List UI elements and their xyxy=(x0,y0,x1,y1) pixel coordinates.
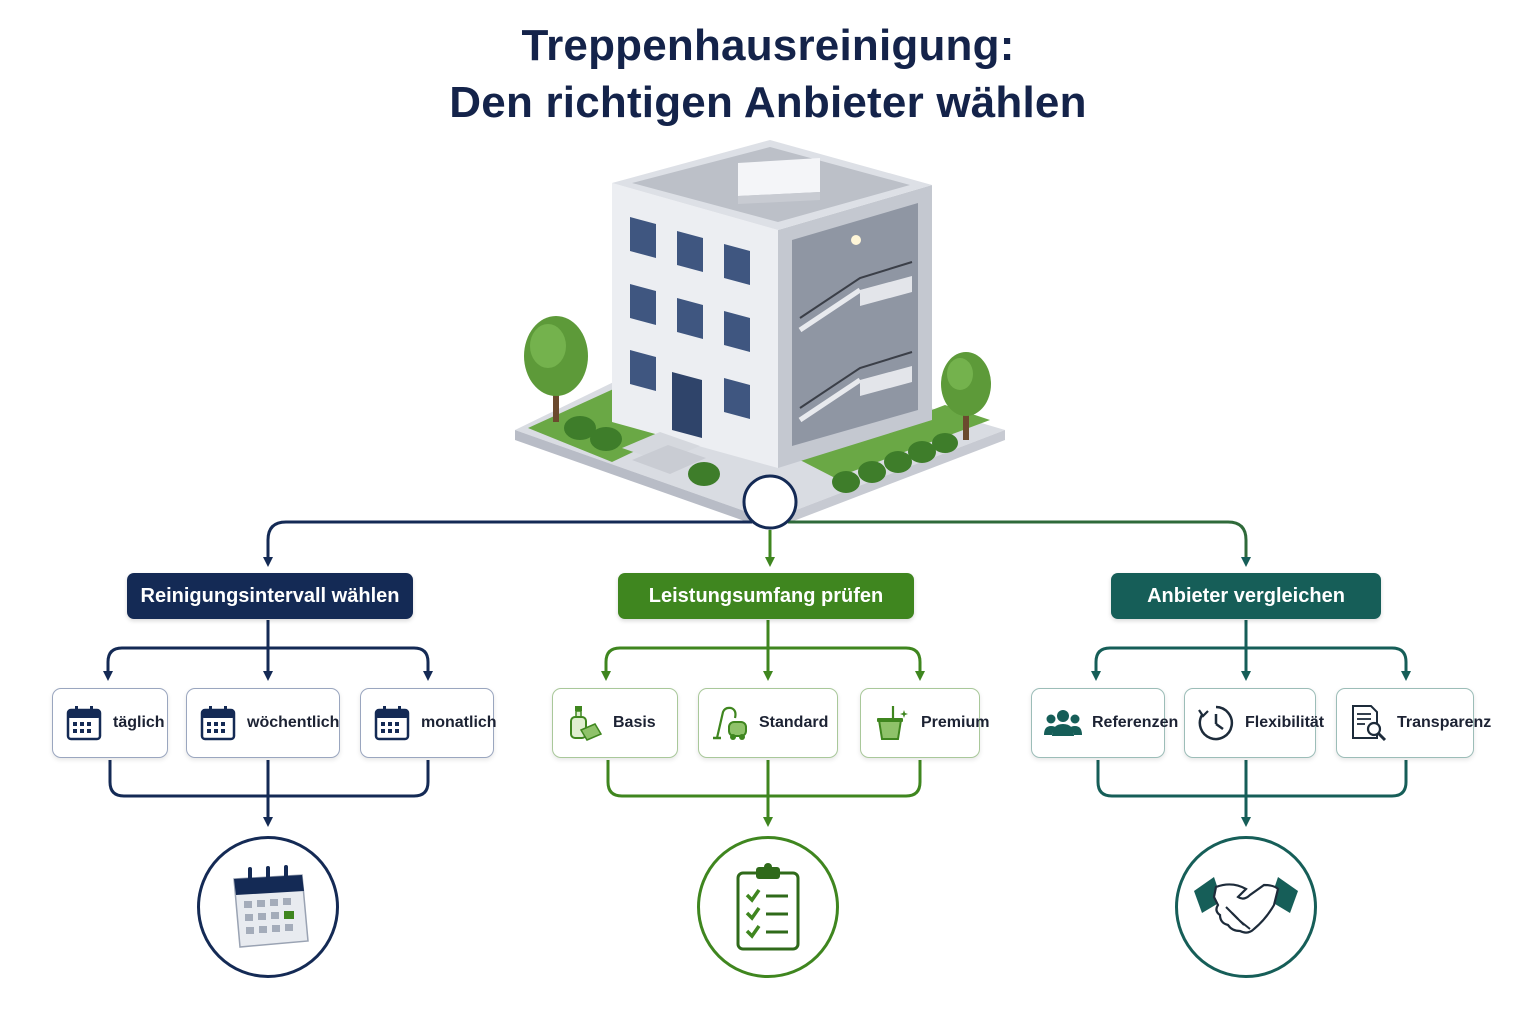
option-card-taeglich[interactable]: täglich xyxy=(52,688,168,758)
header-reinigungsintervall: Reinigungsintervall wählen xyxy=(127,573,413,619)
option-label: täglich xyxy=(113,714,165,731)
option-card-standard[interactable]: Standard xyxy=(698,688,838,758)
header-anbieter-vergleichen: Anbieter vergleichen xyxy=(1111,573,1381,619)
option-label: Premium xyxy=(921,714,990,731)
navy-connectors xyxy=(103,620,433,827)
calendar-icon xyxy=(233,865,309,948)
calendar-icon xyxy=(200,706,236,741)
header-leistungsumfang: Leistungsumfang prüfen xyxy=(618,573,914,619)
option-label: Basis xyxy=(613,714,656,731)
handshake-icon xyxy=(1194,877,1298,934)
option-label: wöchentlich xyxy=(247,714,340,731)
center-node-circle xyxy=(742,474,798,530)
vacuum-cleaner-icon xyxy=(713,706,747,740)
calendar-icon xyxy=(374,706,410,741)
green-connectors xyxy=(601,620,925,827)
checklist-clipboard-icon xyxy=(736,863,800,951)
option-label: Referenzen xyxy=(1092,714,1179,731)
top-connectors xyxy=(263,520,1251,567)
building-illustration xyxy=(515,140,1005,530)
result-circle-anbieter xyxy=(1175,836,1317,978)
option-card-basis[interactable]: Basis xyxy=(552,688,678,758)
calendar-icon xyxy=(66,706,102,741)
option-label: monatlich xyxy=(421,714,497,731)
spray-bottle-icon xyxy=(570,706,603,741)
option-card-transparenz[interactable]: Transparenz xyxy=(1336,688,1491,758)
people-group-icon xyxy=(1044,710,1082,736)
clock-icon xyxy=(1198,705,1234,741)
option-card-monatlich[interactable]: monatlich xyxy=(360,688,497,758)
result-circle-intervall xyxy=(197,836,339,978)
header-label: Reinigungsintervall wählen xyxy=(140,584,400,607)
page-title-line-2: Den richtigen Anbieter wählen xyxy=(449,78,1087,127)
document-search-icon xyxy=(1352,705,1387,742)
mop-bucket-icon xyxy=(877,706,908,740)
option-label: Transparenz xyxy=(1397,714,1492,731)
teal-connectors xyxy=(1091,620,1411,827)
header-label: Anbieter vergleichen xyxy=(1147,584,1345,607)
option-label: Standard xyxy=(759,714,829,731)
header-label: Leistungsumfang prüfen xyxy=(648,584,884,607)
option-card-premium[interactable]: Premium xyxy=(860,688,989,758)
option-label: Flexibilität xyxy=(1245,714,1325,731)
result-circle-leistungsumfang xyxy=(697,836,839,978)
option-card-flexibilitaet[interactable]: Flexibilität xyxy=(1184,688,1324,758)
page-title-line-1: Treppenhausreinigung: xyxy=(521,21,1015,70)
option-card-woechentlich[interactable]: wöchentlich xyxy=(186,688,340,758)
option-card-referenzen[interactable]: Referenzen xyxy=(1031,688,1178,758)
